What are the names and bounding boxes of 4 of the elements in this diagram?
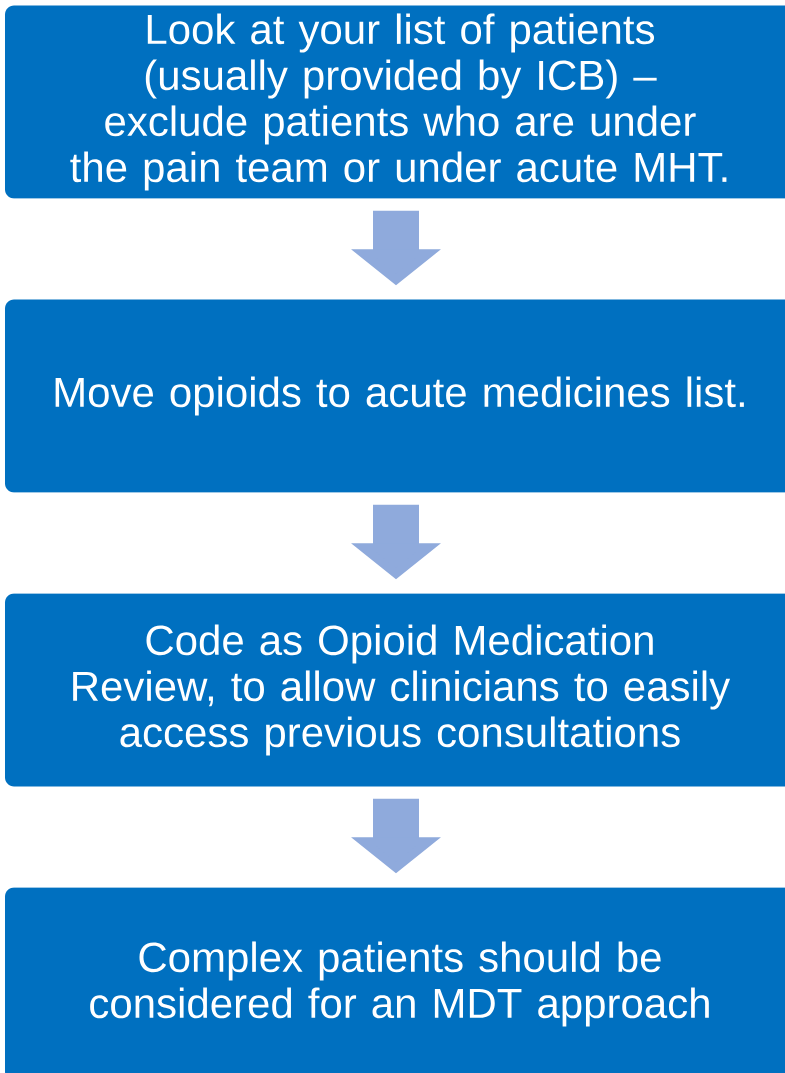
process-box: Look at your list of patients (usually provided by ICB) – exclude patients who are under the pain team or under acute MHT. xyxy=(5,5,785,199)
process-box: Complex patients should be considered for an MDT approach xyxy=(5,887,785,1073)
process-box: Move opioids to acute medicines list. xyxy=(5,299,785,493)
process-box: Code as Opioid Medication Review, to allow clinicians to easily access previous consultations xyxy=(5,593,785,787)
